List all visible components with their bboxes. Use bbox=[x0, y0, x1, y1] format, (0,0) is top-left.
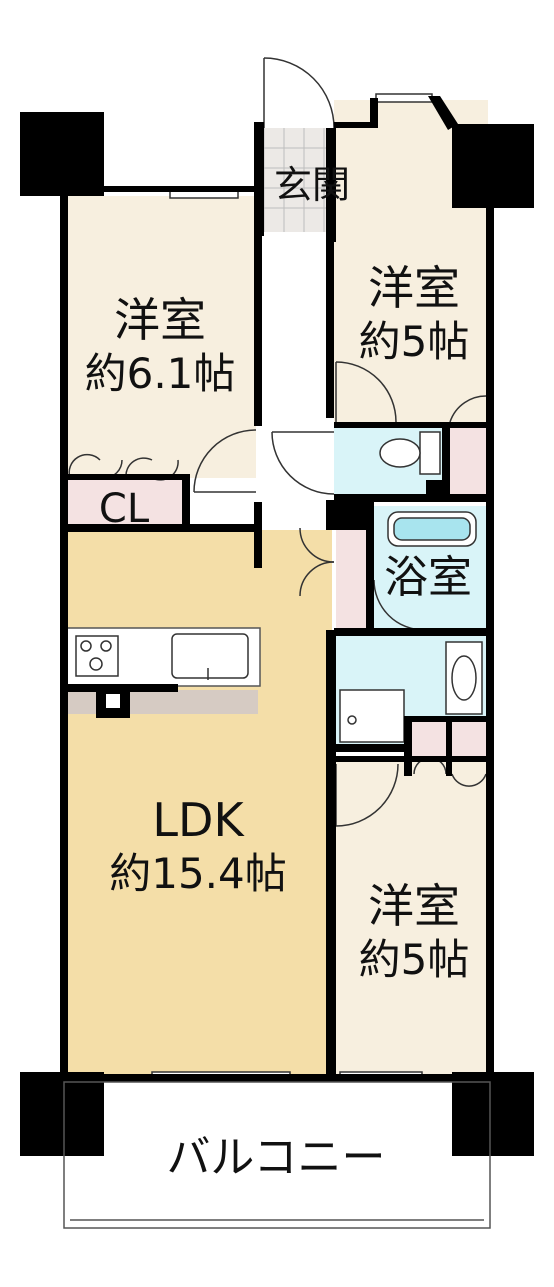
closet-label: CL bbox=[99, 486, 150, 532]
western-room-nw-label: 洋室 bbox=[114, 293, 206, 347]
western-room-se-floor bbox=[334, 760, 488, 1074]
western-room-se-size: 約5帖 bbox=[359, 935, 470, 984]
bath-label: 浴室 bbox=[384, 552, 472, 603]
western-room-nw-size: 約6.1帖 bbox=[85, 349, 236, 398]
balcony-outline bbox=[63, 1081, 491, 1229]
entrance-label: 玄関 bbox=[274, 163, 350, 207]
western-room-nw-floor bbox=[66, 196, 256, 478]
washing-machine-pan-icon bbox=[339, 689, 405, 743]
floors bbox=[66, 100, 488, 1074]
washbasin-icon bbox=[445, 641, 483, 715]
walls bbox=[20, 96, 534, 1156]
stove-icon bbox=[75, 635, 119, 677]
linen-storage bbox=[336, 530, 370, 630]
balcony-label: バルコニー bbox=[166, 1132, 385, 1183]
western-room-ne-size: 約5帖 bbox=[359, 317, 470, 366]
toilet-icon bbox=[379, 431, 441, 475]
entrance-floor bbox=[258, 128, 334, 232]
western-room-se-label: 洋室 bbox=[368, 879, 460, 933]
ldk-size: 約15.4帖 bbox=[109, 849, 287, 898]
ldk-label: LDK bbox=[152, 793, 245, 847]
storage-ne bbox=[448, 422, 488, 494]
ldk-floor bbox=[66, 530, 332, 1074]
kitchen-counter bbox=[65, 627, 261, 718]
room-labels: 玄関 洋室 約6.1帖 洋室 約5帖 CL 浴室 LDK 約15.4帖 洋室 約… bbox=[85, 163, 472, 1183]
sink-icon bbox=[171, 633, 249, 680]
western-room-ne-label: 洋室 bbox=[368, 261, 460, 315]
closet-floor bbox=[66, 478, 184, 526]
bathtub-icon bbox=[387, 511, 477, 547]
